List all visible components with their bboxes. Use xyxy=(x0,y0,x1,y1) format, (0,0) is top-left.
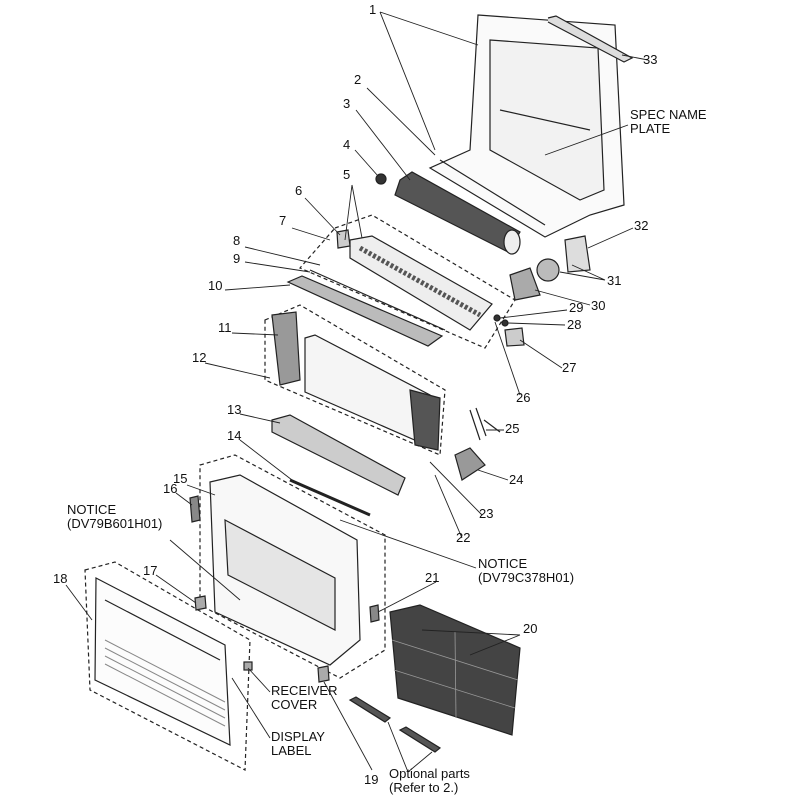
part-label-4: 4 xyxy=(343,137,351,152)
part-label-5: 5 xyxy=(343,167,351,182)
callout-line: (Refer to 2.) xyxy=(389,780,459,795)
part-label-13: 13 xyxy=(227,402,242,417)
callout-line: DISPLAY xyxy=(271,729,325,744)
callout-line: COVER xyxy=(271,697,318,712)
part-label-32: 32 xyxy=(634,218,649,233)
callout-optional-parts: Optional parts (Refer to 2.) xyxy=(389,767,470,795)
air-filter-20 xyxy=(389,604,521,736)
part-label-7: 7 xyxy=(279,213,287,228)
louver-11 xyxy=(271,311,301,386)
group-outline-12 xyxy=(264,304,446,456)
back-casing xyxy=(428,14,625,238)
part-label-10: 10 xyxy=(208,278,223,293)
part-label-12: 12 xyxy=(192,350,207,365)
drain-hose-24 xyxy=(454,447,486,481)
part-label-15: 15 xyxy=(173,471,188,486)
part-label-1: 1 xyxy=(369,2,377,17)
part-label-9: 9 xyxy=(233,251,241,266)
callout-line: RECEIVER xyxy=(271,683,338,698)
callout-notice-dv79b601h01: NOTICE (DV79B601H01) xyxy=(67,503,162,531)
callout-notice-dv79c378h01: NOTICE (DV79C378H01) xyxy=(478,557,574,585)
part-label-14: 14 xyxy=(227,428,242,443)
group-outline-18 xyxy=(84,561,251,771)
part-label-8: 8 xyxy=(233,233,241,248)
callout-line: NOTICE xyxy=(478,556,528,571)
bracket-33 xyxy=(547,15,634,63)
callout-line: Optional parts xyxy=(389,766,470,781)
part-label-16: 16 xyxy=(163,481,178,496)
receiver-cover xyxy=(243,661,253,671)
callout-line: (DV79C378H01) xyxy=(478,570,575,585)
callout-line: LABEL xyxy=(271,743,312,758)
part-label-22: 22 xyxy=(456,530,471,545)
part-27 xyxy=(504,327,525,347)
callout-line: NOTICE xyxy=(67,502,117,517)
part-16 xyxy=(189,495,201,523)
part-label-26: 26 xyxy=(516,390,531,405)
part-label-2: 2 xyxy=(354,72,362,87)
part-21 xyxy=(369,604,380,623)
part-19 xyxy=(317,665,330,683)
callout-line: PLATE xyxy=(630,121,671,136)
part-label-11: 11 xyxy=(218,320,232,335)
leader-lines xyxy=(65,11,649,773)
motor-30 xyxy=(509,267,541,301)
rod-9 xyxy=(309,269,446,331)
part-17 xyxy=(194,595,207,611)
part-label-30: 30 xyxy=(591,298,606,313)
callout-line: SPEC NAME xyxy=(630,107,707,122)
part-label-24: 24 xyxy=(509,472,524,487)
motor-31 xyxy=(536,258,560,282)
callout-spec-name-plate: SPEC NAME PLATE xyxy=(630,108,707,136)
panel-10 xyxy=(286,275,444,347)
part-label-27: 27 xyxy=(562,360,577,375)
callout-receiver-cover: RECEIVER COVER xyxy=(271,684,337,712)
drain-pan-13 xyxy=(271,414,406,496)
part-label-25: 25 xyxy=(505,421,520,436)
part-label-31: 31 xyxy=(607,273,622,288)
part-label-33: 33 xyxy=(643,52,658,67)
part-6 xyxy=(336,229,351,249)
part-label-29: 29 xyxy=(569,300,584,315)
optional-part-b xyxy=(398,726,442,753)
part-label-17: 17 xyxy=(143,563,158,578)
bracket-32 xyxy=(564,235,591,273)
part-label-3: 3 xyxy=(343,96,351,111)
part-label-20: 20 xyxy=(523,621,538,636)
wires-25 xyxy=(469,407,501,441)
part-label-21: 21 xyxy=(425,570,440,585)
hose-14 xyxy=(289,478,371,517)
optional-part-a xyxy=(348,696,392,723)
part-label-28: 28 xyxy=(567,317,582,332)
part-label-19: 19 xyxy=(364,772,379,787)
callout-display-label: DISPLAY LABEL xyxy=(271,730,325,758)
callout-line: (DV79B601H01) xyxy=(67,516,163,531)
part-label-23: 23 xyxy=(479,506,494,521)
part-label-6: 6 xyxy=(295,183,303,198)
part-label-18: 18 xyxy=(53,571,68,586)
cross-flow-fan xyxy=(375,171,521,255)
